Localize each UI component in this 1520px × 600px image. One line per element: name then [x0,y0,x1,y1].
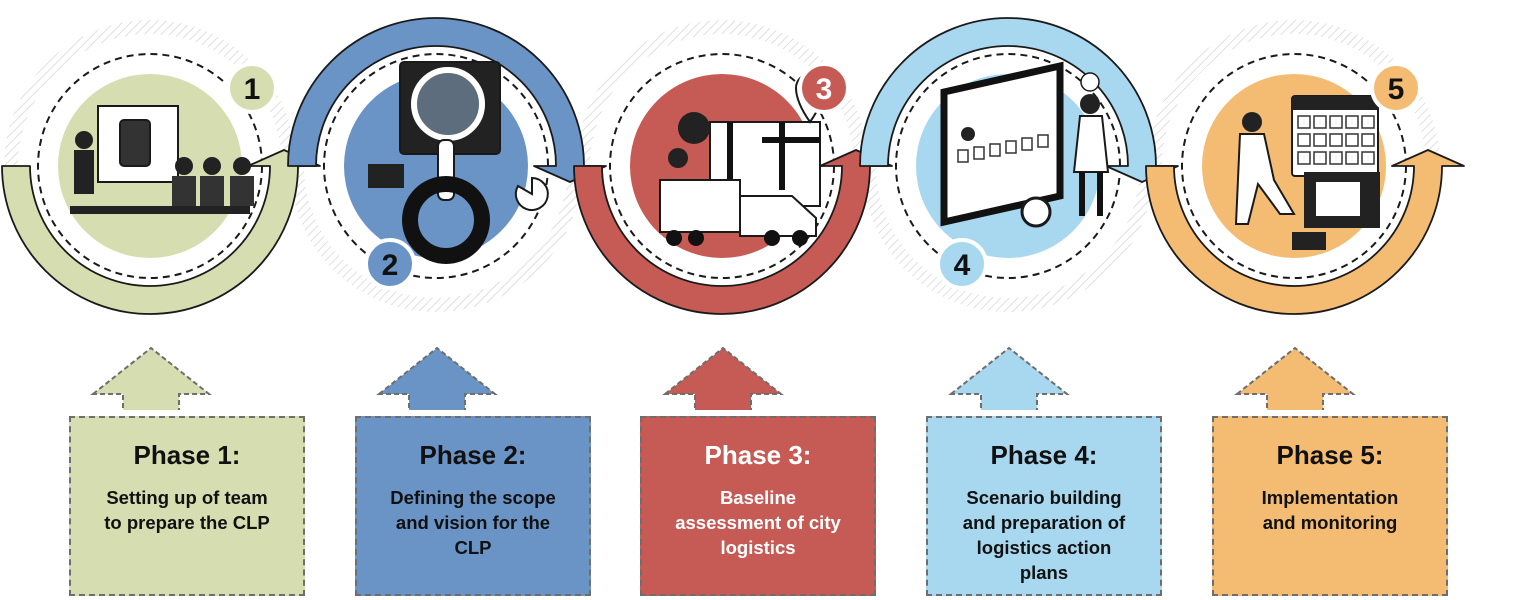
magnifier-dashboard-icon [368,61,549,264]
phase-1-up-arrow [90,346,212,410]
phase-4-number-badge: 4 [936,238,988,290]
phase-5-number: 5 [1388,73,1405,106]
truck-map-icon [659,73,826,246]
phase-2-box: Phase 2: Defining the scope and vision f… [355,416,591,596]
phase-2-description: Defining the scope and vision for the CL… [390,487,556,558]
phase-5-description: Implementation and monitoring [1261,487,1399,533]
phase-3-box: Phase 3: Baseline assessment of city log… [640,416,876,596]
planning-board-icon [940,61,1110,228]
phase-4-up-arrow [948,346,1070,410]
phase-4-number: 4 [954,249,971,282]
phase-3-number-badge: 3 [798,62,850,114]
phase-4-box: Phase 4: Scenario building and preparati… [926,416,1162,596]
phase-5-title: Phase 5: [1276,440,1384,470]
phase-4-title: Phase 4: [990,440,1098,470]
phase-4-description: Scenario building and preparation of log… [962,487,1126,583]
phase-3-number: 3 [816,73,833,106]
calendar-monitoring-icon [1234,95,1380,250]
phase-2-up-arrow [376,346,498,410]
meeting-presentation-icon [70,105,254,214]
phase-5-number-badge: 5 [1370,62,1422,114]
phase-2-title: Phase 2: [419,440,527,470]
phase-1-title: Phase 1: [133,440,241,470]
phase-2-number: 2 [382,249,399,282]
phase-2-number-badge: 2 [364,238,416,290]
phase-cycle-graphic: 1 2 3 4 5 [1,17,1465,410]
phase-1-number: 1 [244,73,261,106]
phase-5-cycle-arrow [1145,149,1465,315]
phase-3-description: Baseline assessment of city logistics [675,487,841,558]
phase-1-description: Setting up of team to prepare the CLP [104,487,270,533]
phase-1-box: Phase 1: Setting up of team to prepare t… [69,416,305,596]
phase-3-up-arrow [662,346,784,410]
phase-5-box: Phase 5: Implementation and monitoring [1212,416,1448,596]
phase-1-number-badge: 1 [226,62,278,114]
phase-3-title: Phase 3: [704,440,812,470]
phase-5-up-arrow [1234,346,1356,410]
